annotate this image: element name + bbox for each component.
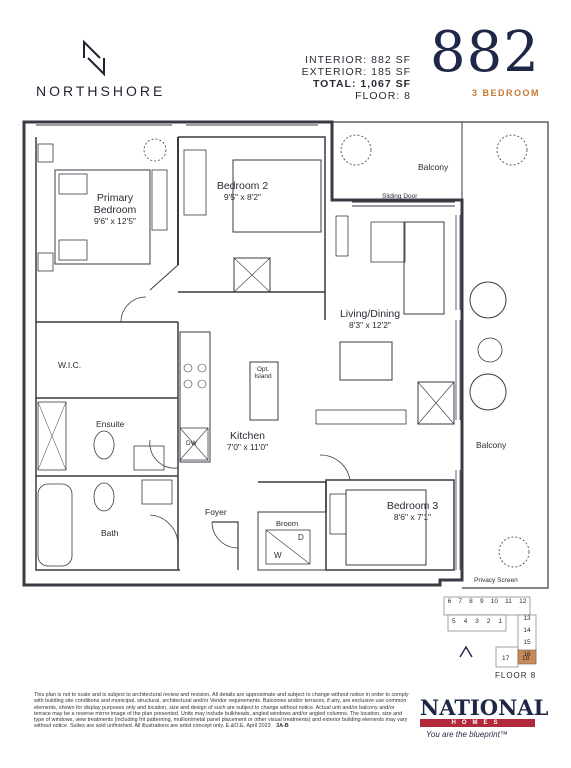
exterior-area: EXTERIOR: 185 SF <box>301 66 411 78</box>
plan-code: 3A-B <box>276 723 289 730</box>
keyplan-right-col: 13 14 15 16 <box>520 612 534 660</box>
interior-area: INTERIOR: 882 SF <box>305 54 411 66</box>
keyplan-unit: 7 <box>458 598 462 605</box>
keyplan-unit: 1 <box>498 618 502 625</box>
bedroom3-name: Bedroom 3 <box>386 500 439 512</box>
primary-name-line1: Primary <box>96 192 134 204</box>
builder-logo: NATIONAL HOMES You are the blueprint™ <box>420 695 549 739</box>
room-bedroom-2: Bedroom 2 9'5" x 8'2" <box>205 180 280 202</box>
keyplan-unit: 12 <box>519 598 527 605</box>
brand-name: NORTHSHORE <box>36 83 166 99</box>
key-plan <box>443 596 537 668</box>
northshore-logo-icon <box>83 39 105 77</box>
room-living-dining: Living/Dining 8'3" x 12'2" <box>330 308 410 330</box>
balcony-side-label: Balcony <box>476 440 507 450</box>
keyplan-unit: 3 <box>475 618 479 625</box>
keyplan-unit: 17 <box>502 655 510 662</box>
builder-tagline: You are the blueprint™ <box>426 730 508 739</box>
opt-island-line2: Island <box>254 373 272 380</box>
room-wic: W.I.C. <box>58 360 82 370</box>
keyplan-unit: 18 <box>522 655 530 662</box>
living-name: Living/Dining <box>339 308 401 320</box>
keyplan-unit: 5 <box>451 618 456 625</box>
keyplan-unit: 8 <box>469 598 473 605</box>
kitchen-name: Kitchen <box>229 430 266 442</box>
builder-name: NATIONAL <box>420 695 549 720</box>
keyplan-unit: 16 <box>523 650 531 658</box>
primary-name-line2: Bedroom <box>93 204 137 216</box>
privacy-screen-label: Privacy Screen <box>474 577 518 584</box>
keyplan-unit: 15 <box>523 638 531 646</box>
keyplan-top-row: 6 7 8 9 10 11 12 <box>444 598 530 605</box>
builder-sub: HOMES <box>420 719 535 727</box>
primary-dim: 9'6" x 12'5" <box>94 216 136 226</box>
washer-label: W <box>274 551 282 560</box>
disclaimer-body: This plan is not to scale and is subject… <box>34 692 409 730</box>
keyplan-unit: 14 <box>523 626 531 634</box>
keyplan-unit: 9 <box>479 598 484 605</box>
room-bedroom-3: Bedroom 3 8'6" x 7'1" <box>375 500 450 522</box>
north-arrow-icon <box>459 645 473 658</box>
keyplan-unit: 10 <box>490 598 498 605</box>
room-broom: Broom <box>276 519 299 528</box>
keyplan-unit: 13 <box>523 614 531 622</box>
bedroom2-dim: 9'5" x 8'2" <box>223 192 262 202</box>
room-bath: Bath <box>101 528 119 538</box>
living-dim: 8'3" x 12'2" <box>349 320 391 330</box>
opt-island-line1: Opt. <box>256 366 270 373</box>
floor-number: FLOOR: 8 <box>355 90 411 102</box>
bedroom2-name: Bedroom 2 <box>216 180 269 192</box>
sliding-door-label: Sliding Door <box>382 193 418 200</box>
disclaimer-text: This plan is not to scale and is subject… <box>34 692 412 730</box>
bedroom3-dim: 8'6" x 7'1" <box>393 512 432 522</box>
keyplan-unit: 2 <box>486 618 491 625</box>
room-kitchen: Kitchen 7'0" x 11'0" <box>215 430 280 452</box>
keyplan-unit: 11 <box>505 598 512 605</box>
dishwasher-label: DW <box>186 440 197 447</box>
dryer-label: D <box>298 533 304 542</box>
keyplan-floor-label: FLOOR 8 <box>495 671 537 680</box>
total-area: TOTAL: 1,067 SF <box>312 78 411 90</box>
floor-plan <box>22 120 549 589</box>
kitchen-dim: 7'0" x 11'0" <box>226 442 269 452</box>
room-primary-bedroom: Primary Bedroom 9'6" x 12'5" <box>85 192 145 226</box>
balcony-top-label: Balcony <box>418 162 449 172</box>
room-foyer: Foyer <box>205 507 227 517</box>
keyplan-unit: 4 <box>463 618 468 625</box>
suite-type: 3 BEDROOM <box>472 88 541 98</box>
keyplan-unit: 6 <box>447 598 452 605</box>
suite-stats: INTERIOR: 882 SF EXTERIOR: 185 SF TOTAL:… <box>302 54 411 102</box>
keyplan-mid-row: 5 4 3 2 1 <box>448 618 506 625</box>
opt-island-label: Opt. Island <box>251 366 275 380</box>
suite-number: 882 <box>430 20 540 85</box>
room-ensuite: Ensuite <box>96 419 125 429</box>
